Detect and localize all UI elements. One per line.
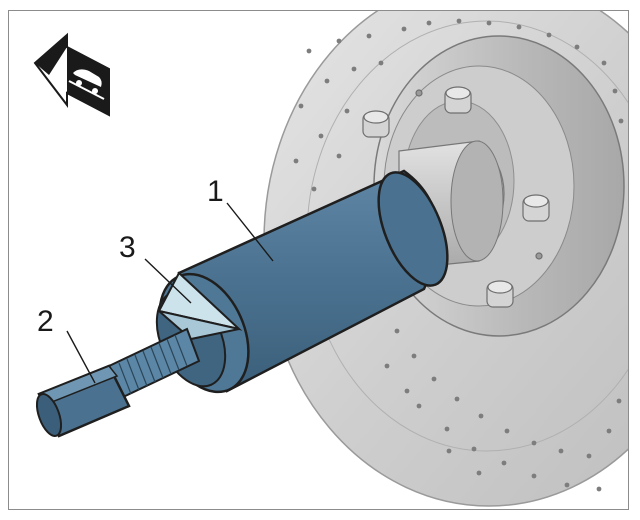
wheel-bolt [486, 280, 514, 308]
threaded-spindle-hex-bolt [35, 327, 201, 438]
callout-1: 1 [207, 175, 274, 262]
callout-3: 3 [119, 231, 192, 304]
conical-centering-tip [157, 271, 243, 341]
callout-2: 2 [37, 305, 96, 384]
brake-disc-tool-illustration: 1 3 2 [33, 11, 628, 507]
wheel-bolts [362, 86, 550, 308]
wheel-bolt [362, 110, 390, 138]
disc-cross-drill-holes [293, 18, 624, 492]
diagram-frame: 1 3 2 [8, 10, 629, 510]
callout-2-label: 2 [37, 305, 54, 338]
wheel-bolt [444, 86, 472, 114]
callout-1-label: 1 [207, 175, 224, 208]
callout-3-label: 3 [119, 231, 136, 264]
vehicle-direction-arrow-icon [33, 32, 110, 117]
wheel-bolt [522, 194, 550, 222]
